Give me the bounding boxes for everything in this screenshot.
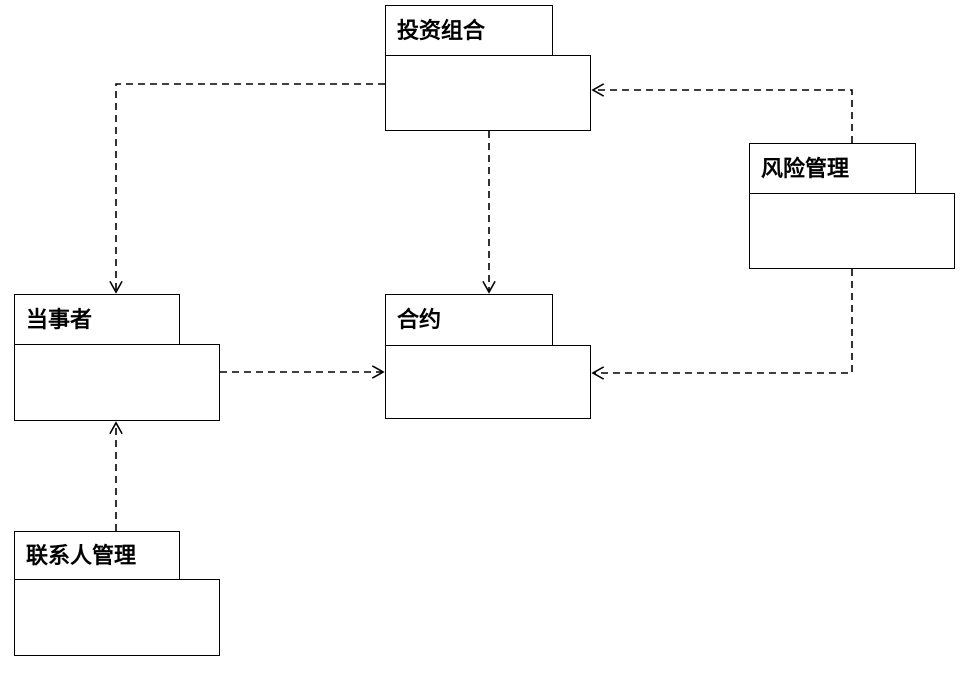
package-body-risk-management[interactable]: [749, 193, 955, 269]
package-tab-portfolio[interactable]: 投资组合: [385, 5, 553, 55]
package-label-contact-management: 联系人管理: [26, 542, 137, 568]
dependency-edge-portfolio-to-party: [116, 83, 385, 292]
package-body-contact-management[interactable]: [14, 579, 220, 656]
package-tab-party[interactable]: 当事者: [14, 294, 180, 344]
package-label-risk-management: 风险管理: [761, 155, 850, 181]
package-body-portfolio[interactable]: [385, 55, 591, 131]
package-body-party[interactable]: [14, 344, 220, 421]
dependency-edge-risk-to-contract: [593, 269, 853, 373]
dependency-edge-risk-to-portfolio: [593, 90, 853, 143]
package-tab-contract[interactable]: 合约: [385, 294, 553, 345]
package-tab-risk-management[interactable]: 风险管理: [749, 143, 916, 193]
package-label-portfolio: 投资组合: [397, 17, 486, 43]
package-label-party: 当事者: [26, 306, 93, 332]
package-tab-contact-management[interactable]: 联系人管理: [14, 531, 180, 579]
package-label-contract: 合约: [397, 307, 442, 332]
package-body-contract[interactable]: [385, 345, 591, 419]
